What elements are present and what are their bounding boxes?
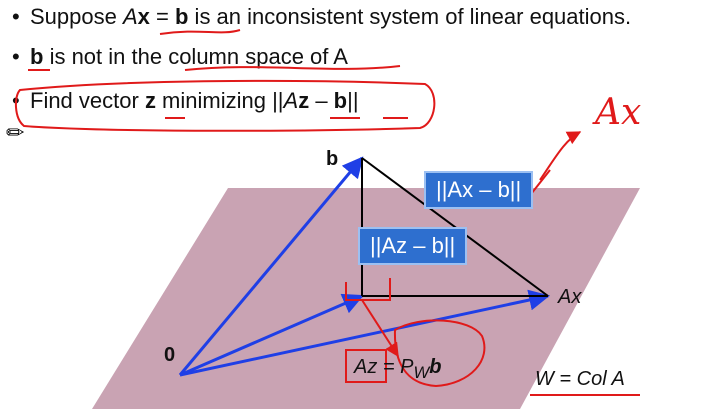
- red-box: [345, 349, 387, 383]
- proj-sub: W: [413, 363, 430, 382]
- bullet-1: • Suppose Ax = b is an inconsistent syste…: [12, 4, 631, 30]
- vector-z: z: [298, 88, 310, 113]
- label-w-col-a: W = Col A: [535, 368, 625, 390]
- vector-x: x: [137, 4, 150, 29]
- label-b: b: [326, 148, 339, 170]
- proj-text: Az = P: [354, 356, 414, 378]
- vector-b-arrow: [178, 156, 364, 376]
- vector-b: b: [333, 88, 348, 113]
- box-az-minus-b: ||Az – b||: [358, 227, 468, 265]
- label-origin: 0: [164, 344, 176, 366]
- text: minimizing ||: [155, 88, 284, 113]
- right-angle-mark: [345, 278, 391, 301]
- red-circle: [393, 319, 486, 388]
- handwritten-ax: Ax: [595, 92, 642, 133]
- label-projection: Az = PWb: [354, 356, 441, 383]
- red-arrow: [361, 299, 399, 358]
- text: –: [309, 88, 334, 113]
- red-circle: [14, 79, 436, 132]
- matrix-a: A: [283, 88, 299, 113]
- box-ax-minus-b: ||Ax – b||: [424, 171, 534, 209]
- vector-b: b: [30, 44, 44, 69]
- vector-az-arrow: [179, 293, 364, 377]
- text: Find vector: [30, 88, 145, 113]
- text: =: [149, 4, 175, 29]
- pencil-icon[interactable]: ✏: [6, 120, 25, 145]
- vector-ax-arrow: [179, 289, 551, 377]
- red-underline: [159, 29, 241, 35]
- proj-b: b: [429, 356, 442, 378]
- bullet-dot: •: [12, 44, 20, 69]
- matrix-a: A: [122, 4, 138, 29]
- red-underline: [184, 65, 401, 71]
- text: is an inconsistent system of linear equa…: [188, 4, 632, 29]
- text: is not in the column space of A: [43, 44, 348, 69]
- vector-z: z: [144, 88, 156, 113]
- bullet-2: • b is not in the column space of A: [12, 44, 348, 70]
- text: Suppose: [30, 4, 123, 29]
- bullet-dot: •: [12, 4, 20, 29]
- vector-b: b: [174, 4, 189, 29]
- text: ||: [347, 88, 359, 113]
- red-arrow: [539, 131, 582, 181]
- label-ax: Ax: [558, 286, 582, 308]
